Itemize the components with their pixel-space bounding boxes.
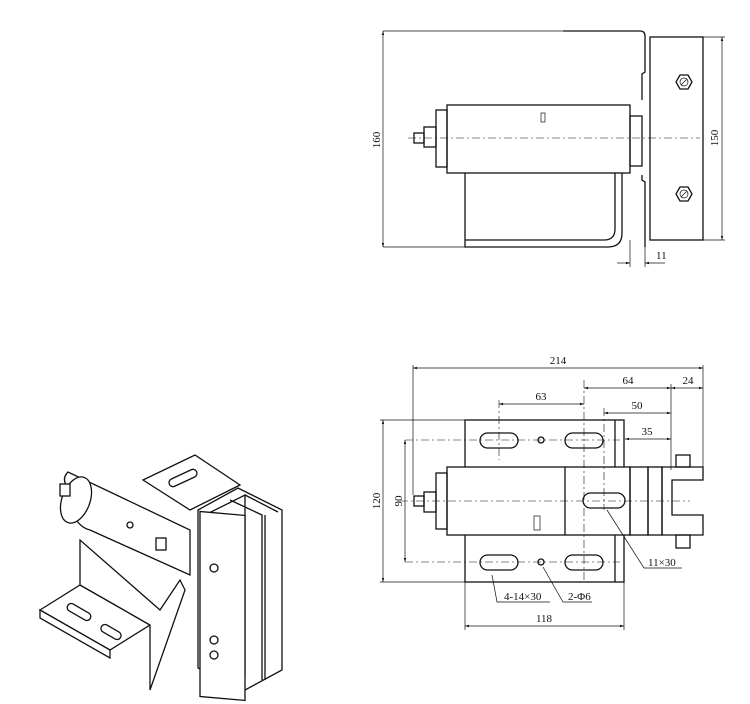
grease-nipple — [540, 112, 546, 123]
dim-150-label: 150 — [709, 129, 721, 146]
bolt-icon — [675, 186, 693, 202]
iso-nut — [59, 483, 71, 497]
bolt-bottom — [675, 534, 691, 549]
iso-front-plate — [199, 510, 246, 702]
nut — [423, 126, 437, 148]
cylinder-body — [446, 104, 631, 174]
iso-bolt — [155, 537, 167, 551]
top-bracket — [563, 30, 646, 247]
dim-11-label: 11 — [656, 250, 667, 262]
dim-63-label: 63 — [536, 391, 548, 403]
isometric-view — [38, 454, 283, 702]
u-bracket — [464, 173, 623, 248]
dim-90-label: 90 — [393, 495, 405, 507]
bolt-icon — [675, 74, 693, 90]
slot-note-label: 11×30 — [648, 557, 676, 569]
dim-24-label: 24 — [683, 375, 695, 387]
iso-top-plate — [141, 454, 242, 511]
mount-slots-note-label: 4-14×30 — [504, 591, 542, 603]
bolt-top — [675, 454, 691, 468]
front-view: 214 64 24 63 50 35 120 90 118 11×30 4-14… — [371, 355, 704, 630]
mount-slot — [479, 554, 519, 571]
neck — [629, 115, 643, 167]
side-view: 160 150 11 — [371, 30, 725, 267]
dim-214-label: 214 — [550, 355, 567, 367]
cylinder-body — [446, 466, 631, 536]
dim-35-label: 35 — [642, 426, 654, 438]
dim-50-label: 50 — [632, 400, 644, 412]
flange — [435, 109, 448, 168]
dim-120-label: 120 — [371, 492, 383, 509]
holes-note-label: 2-Φ6 — [568, 591, 591, 603]
dim-64-label: 64 — [623, 375, 635, 387]
dim-160-label: 160 — [371, 131, 383, 148]
dim-118-label: 118 — [536, 613, 553, 625]
mounting-plate — [649, 36, 704, 241]
nut — [423, 491, 437, 513]
mount-slot — [564, 554, 604, 571]
iso-bracket — [79, 538, 186, 691]
grease-nipple — [533, 515, 541, 531]
